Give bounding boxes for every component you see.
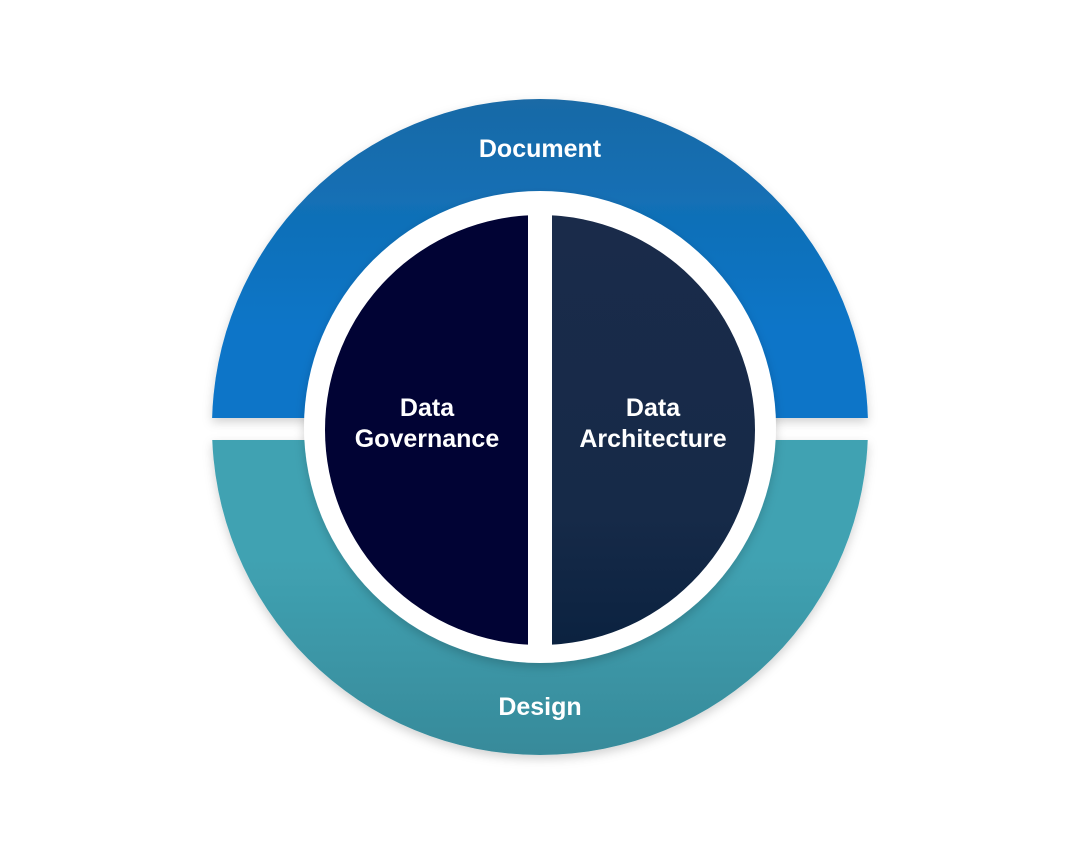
core-segment-data-architecture [552, 215, 755, 645]
label-data-governance-line2: Governance [354, 425, 500, 453]
label-data-architecture-line1: Data [625, 394, 681, 422]
label-data-governance-line1: Data [399, 394, 455, 422]
label-document: Document [478, 135, 602, 163]
core-segment-data-governance [325, 215, 528, 645]
label-data-architecture-line2: Architecture [579, 425, 727, 453]
label-data-governance: Data Governance [327, 393, 527, 455]
label-design: Design [498, 693, 582, 721]
label-data-architecture: Data Architecture [553, 393, 753, 455]
